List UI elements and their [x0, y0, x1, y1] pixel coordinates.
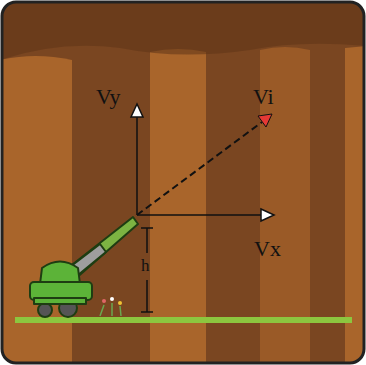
height-label: h: [141, 257, 150, 274]
velocity-x-label: Vx: [254, 238, 281, 260]
velocity-label: Vi: [253, 86, 274, 108]
velocity-y-label: Vy: [96, 86, 120, 108]
